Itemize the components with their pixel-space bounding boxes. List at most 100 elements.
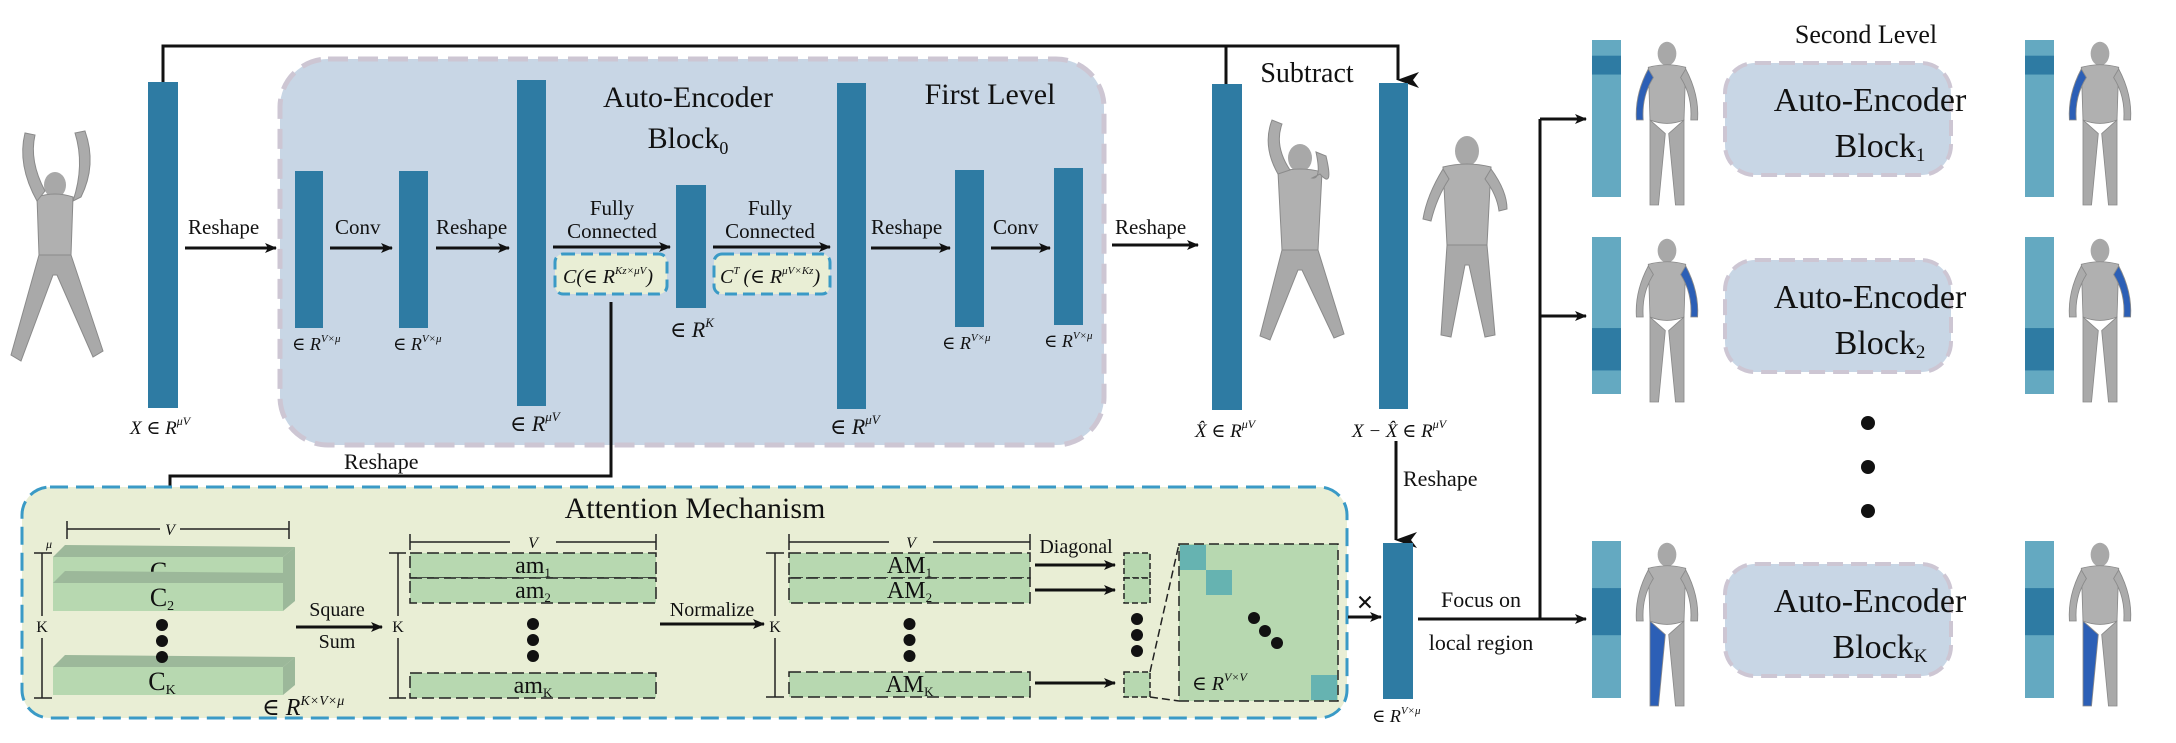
c-matrix-label: C(∈ RKz×μV) xyxy=(563,265,653,288)
block3-input-bar-focus xyxy=(1592,588,1621,636)
first-level-group: X ∈ RμV Reshape ∈ RV×μ Conv ∈ RV×μ Resha… xyxy=(10,44,1508,448)
residual-label: X − X̂ ∈ RμV xyxy=(1351,417,1448,442)
input-vector-label: X ∈ RμV xyxy=(129,414,192,439)
decoder-feature-bar-1 xyxy=(955,170,984,327)
ellipsis-dot xyxy=(1131,613,1143,625)
encoder-feature-bar-1 xyxy=(295,171,323,328)
decoder-feature-bar-2 xyxy=(1054,168,1083,325)
ellipsis-dot xyxy=(903,634,916,646)
focus-label-line2: local region xyxy=(1429,630,1533,655)
c-v-dim-label: V xyxy=(165,522,177,539)
second-level-block-2 xyxy=(1723,258,1953,374)
block3-output-bar-focus xyxy=(2025,588,2054,636)
AM-row-label: AMK xyxy=(885,672,934,699)
diag-ellipsis-dot xyxy=(1248,612,1260,624)
zoom-line-top xyxy=(1149,543,1180,673)
diagonal-cell-k xyxy=(1123,671,1151,698)
latent-code-bar xyxy=(676,185,706,308)
am-row-label: amK xyxy=(514,673,553,700)
fc1-label-line1: Fully xyxy=(590,196,635,220)
fc2-label-line2: Connected xyxy=(725,219,815,243)
focused-output-dim: ∈ RV×μ xyxy=(1372,705,1421,726)
residual-reshape-label: Reshape xyxy=(1403,466,1478,491)
c-slab-side xyxy=(283,573,295,611)
block0-title-line2: Block0 xyxy=(648,122,729,158)
focus-label-line1: Focus on xyxy=(1441,587,1521,612)
input-mesh-figure xyxy=(10,130,104,362)
diag-ellipsis-dot xyxy=(1259,625,1271,637)
AM-row-1 xyxy=(788,552,1031,579)
c-k-dim-label: K xyxy=(36,619,48,636)
latent-code-dim: ∈ RK xyxy=(670,315,715,342)
c-matrix-box xyxy=(553,252,669,296)
AM-row-2 xyxy=(788,577,1031,604)
am-k-dim-label: K xyxy=(392,619,404,636)
diagonal-cell-2 xyxy=(1123,577,1151,604)
decoder-flat-bar xyxy=(837,83,866,409)
encoder-feature-bar-1-dim: ∈ RV×μ xyxy=(292,333,341,354)
block2-output-bar-focus xyxy=(2025,328,2054,371)
reshape-label-1: Reshape xyxy=(188,215,259,239)
AM-row-label: AM2 xyxy=(887,578,932,605)
decoder-feature-bar-2-dim: ∈ RV×μ xyxy=(1044,330,1093,351)
residual-mesh-figure xyxy=(1422,136,1508,338)
ellipsis-dot xyxy=(1131,629,1143,641)
skip-connection-line xyxy=(161,44,1419,88)
c-v-dim-gap xyxy=(160,520,180,536)
diagonal-cell-1 xyxy=(1123,552,1151,579)
ellipsis-dot xyxy=(903,650,916,662)
block3-output-mesh-figure xyxy=(2068,542,2132,707)
zoom-line-bottom xyxy=(1149,696,1180,702)
AM-row-label: AM1 xyxy=(887,553,932,580)
AM-k-dim-gap xyxy=(767,616,783,638)
matrix-diag-cell-1 xyxy=(1180,545,1206,570)
c-mu-dim-label: μ xyxy=(45,537,52,551)
attention-mechanism-group: Attention Mechanism V μ K C1C2CK ∈ RK×V×… xyxy=(20,485,1349,721)
encoder-feature-bar-2 xyxy=(399,171,428,328)
conv-label-2: Conv xyxy=(993,215,1039,239)
matrix-dim-label: ∈ RV×V xyxy=(1192,670,1248,695)
block0-title-line1: Auto-Encoder xyxy=(603,81,773,114)
second-level-ellipsis-dot xyxy=(1861,504,1875,518)
reshape-label-3: Reshape xyxy=(871,215,942,239)
c-slab-label: CK xyxy=(148,667,175,698)
block3-title-line2: BlockK xyxy=(1833,629,1928,667)
reshape-label-4: Reshape xyxy=(1115,215,1186,239)
second-level-ellipsis-dot xyxy=(1861,416,1875,430)
c-slab-side xyxy=(283,657,295,695)
AM-v-dim-gap xyxy=(889,534,933,550)
block1-title-line1: Auto-Encoder xyxy=(1774,82,1967,119)
fc2-label-line1: Fully xyxy=(748,196,793,220)
matrix-diag-cell-2 xyxy=(1206,570,1232,595)
ellipsis-dot xyxy=(156,635,168,647)
c-slab-top xyxy=(53,545,295,557)
normalize-label: Normalize xyxy=(670,599,755,621)
focused-output-bar xyxy=(1383,543,1413,699)
c-slab-front xyxy=(53,583,283,611)
second-level-block-1 xyxy=(1723,61,1953,177)
c-slab-3: CK xyxy=(53,655,295,698)
encoder-flat-bar-dim: ∈ RμV xyxy=(510,409,562,436)
AM-v-dim-label: V xyxy=(906,535,918,552)
c-slab-top xyxy=(53,655,295,667)
encoder-feature-bar-2-dim: ∈ RV×μ xyxy=(393,333,442,354)
block3-input-mesh-figure xyxy=(1635,542,1699,707)
c-tensor-dim: ∈ RK×V×μ xyxy=(262,694,344,721)
reconstructed-mesh-figure xyxy=(1259,119,1345,341)
block2-title-line2: Block2 xyxy=(1835,325,1926,363)
reconstruction-bar xyxy=(1212,84,1242,410)
AM-row-3 xyxy=(788,671,1031,698)
am-row-label: am2 xyxy=(515,578,551,605)
diag-ellipsis-dot xyxy=(1271,637,1283,649)
attention-reshape-label: Reshape xyxy=(344,449,419,474)
am-v-dim-label: V xyxy=(528,535,540,552)
c-k-dim-gap xyxy=(34,616,50,638)
input-vector-bar xyxy=(148,82,178,408)
block1-output-bar-focus xyxy=(2025,55,2054,75)
ellipsis-dot xyxy=(527,650,539,662)
encoder-flat-bar xyxy=(517,80,546,406)
block2-input-mesh-figure xyxy=(1635,238,1699,403)
ellipsis-dot xyxy=(156,619,168,631)
second-level-title: Second Level xyxy=(1795,20,1937,49)
